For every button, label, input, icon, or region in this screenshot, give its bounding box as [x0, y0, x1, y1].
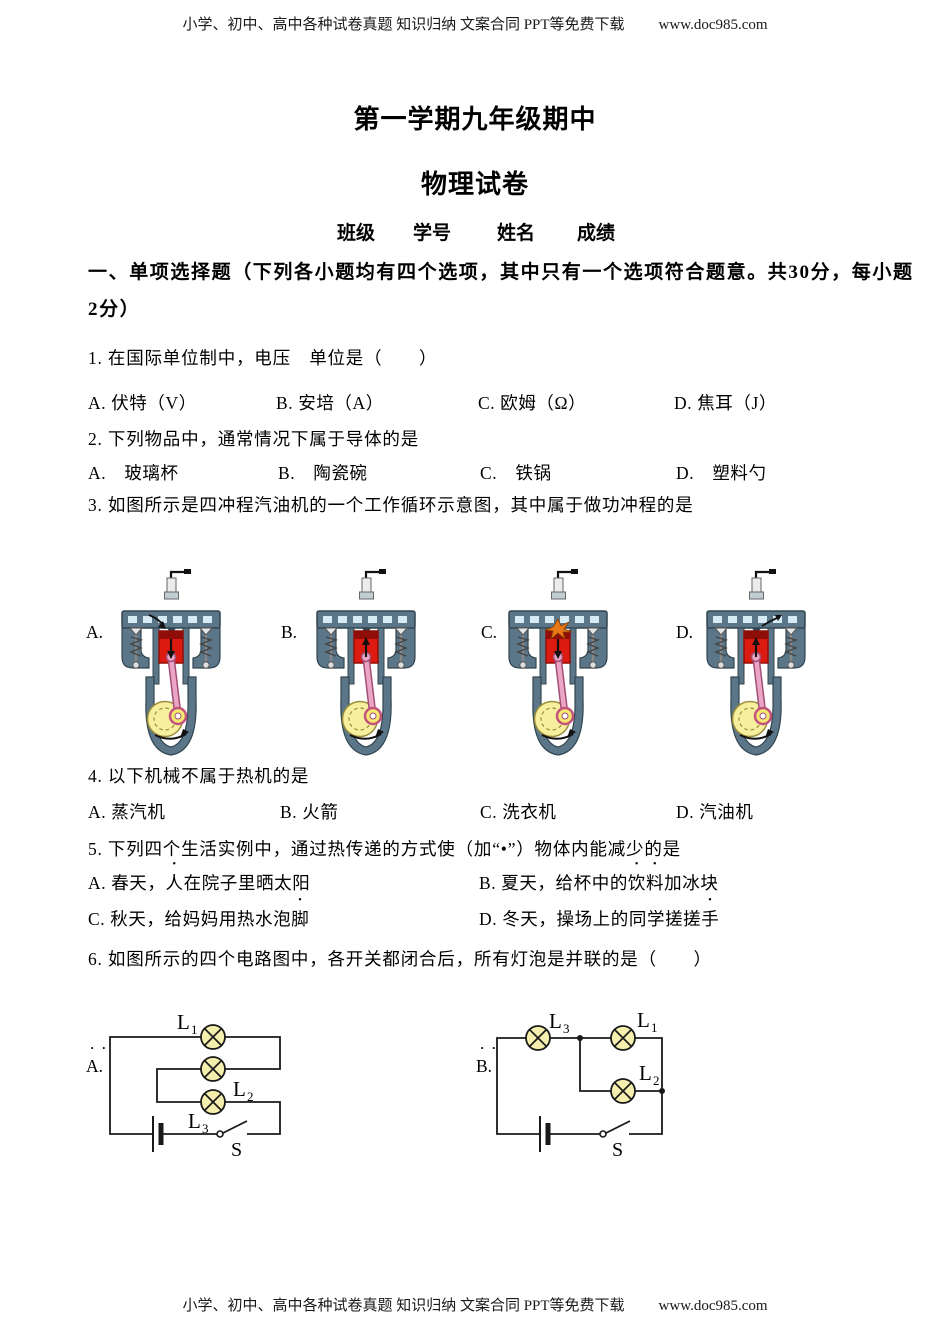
circuit-b-wires: [496, 1037, 663, 1135]
header-url: www.doc985.com: [658, 17, 768, 33]
engine-diagram-exhaust: [698, 533, 814, 799]
info-field-name: 姓名: [497, 223, 536, 244]
info-field-score: 成绩: [577, 223, 616, 244]
emphasized-char: 饮: [628, 860, 646, 895]
q4-stem: 4. 以下机械不属于热机的是: [88, 766, 310, 786]
switch-label: S: [612, 1139, 623, 1161]
emphasized-char: 手: [701, 896, 719, 931]
header-line: 小学、初中、高中各种试卷真题 知识归纳 文案合同 PPT等免费下载 www.doc…: [0, 13, 950, 34]
page-title: 第一学期九年级期中: [353, 105, 597, 134]
circuit-b-dot-marks: · ·: [480, 1040, 498, 1055]
q2-option-d: D. 塑料勺: [676, 463, 767, 483]
emphasized-char: 料: [646, 860, 664, 895]
lamp3-sub: 3: [202, 1121, 209, 1136]
q2-option-c: C. 铁锅: [480, 463, 552, 483]
circuit-diagram-b: L 3 L 1 L 2 S: [450, 968, 690, 1200]
q4-option-b: B. 火箭: [280, 802, 339, 822]
info-field-student-no: 学号: [413, 223, 452, 244]
lamp1-sub: 1: [651, 1020, 658, 1035]
circuit-a-label: A.: [86, 1056, 104, 1076]
header-text: 小学、初中、高中各种试卷真题 知识归纳 文案合同 PPT等免费下载: [182, 17, 625, 33]
junction-node: [659, 1088, 665, 1094]
circuit-a-wires: [109, 1036, 281, 1135]
lamp3-label: L: [549, 1009, 562, 1033]
engine-diagram-power: [500, 533, 616, 799]
lamp3-label: L: [188, 1109, 201, 1133]
lamp1-sub: 1: [191, 1022, 198, 1037]
lamp2-sub: 2: [247, 1089, 254, 1104]
q3-stem: 3. 如图所示是四冲程汽油机的一个工作循环示意图，其中属于做功冲程的是: [88, 495, 694, 515]
q5-option-c: C. 秋天，给妈妈用热水泡脚: [88, 896, 309, 931]
section1-heading-line1: 一、单项选择题（下列各小题均有四个选项，其中只有一个选项符合题意。共30分，每小…: [88, 262, 914, 283]
q5-stem: 5. 下列四个生活实例中，通过热传递的方式使（加“•”）物体内能减少的是: [88, 839, 681, 859]
switch-label: S: [231, 1139, 242, 1161]
q1-option-b: B. 安培（A）: [276, 393, 384, 413]
q6-stem: 6. 如图所示的四个电路图中，各开关都闭合后，所有灯泡是并联的是（ ）: [88, 949, 712, 969]
lamp2-sub: 2: [653, 1073, 660, 1088]
q4-option-d: D. 汽油机: [676, 802, 754, 822]
battery-symbol: [152, 1116, 164, 1152]
q4-option-a: A. 蒸汽机: [88, 802, 166, 822]
q5-option-b: B. 夏天，给杯中的饮料加冰块: [479, 860, 718, 895]
engine-label-b: B.: [281, 622, 298, 642]
circuit-a-labels: L 1 L 2 L 3 S: [177, 1010, 254, 1161]
q1-stem: 1. 在国际单位制中，电压 单位是（ ）: [88, 348, 438, 368]
engine-label-d: D.: [676, 622, 694, 642]
circuit-a-dot-marks: · ·: [90, 1040, 108, 1055]
engine-diagram-compression: [308, 533, 424, 799]
switch-symbol: [216, 1120, 248, 1138]
page-subtitle: 物理试卷: [420, 170, 529, 199]
engine-label-a: A.: [86, 622, 104, 642]
q5-option-a: A. 春天，人在院子里晒太阳: [88, 860, 310, 895]
lamp1-label: L: [177, 1010, 190, 1034]
q2-stem: 2. 下列物品中，通常情况下属于导体的是: [88, 429, 419, 449]
q1-option-c: C. 欧姆（Ω）: [478, 393, 587, 413]
q5-option-d: D. 冬天，操场上的同学搓搓手: [479, 896, 720, 931]
junction-node: [577, 1035, 583, 1041]
info-field-class: 班级: [337, 223, 376, 244]
lamp2-label: L: [639, 1061, 652, 1085]
lamp-symbols: [525, 1025, 636, 1104]
footer-url: www.doc985.com: [658, 1298, 768, 1314]
lamp2-label: L: [233, 1077, 246, 1101]
section1-heading-line2: 2分）: [88, 299, 141, 320]
q2-option-a: A. 玻璃杯: [88, 463, 179, 483]
circuit-diagram-a: L 1 L 2 L 3 S: [85, 968, 315, 1200]
emphasized-char: 人: [166, 860, 184, 895]
lamp3-sub: 3: [563, 1021, 570, 1036]
engine-label-c: C.: [481, 622, 498, 642]
engine-diagram-intake: [113, 533, 229, 799]
battery-symbol: [539, 1116, 551, 1152]
lamp1-label: L: [637, 1008, 650, 1032]
q4-option-c: C. 洗衣机: [480, 802, 557, 822]
circuit-b-label: B.: [476, 1056, 493, 1076]
q1-option-d: D. 焦耳（J）: [674, 393, 777, 413]
circuit-b-labels: L 3 L 1 L 2 S: [549, 1008, 660, 1161]
footer-line: 小学、初中、高中各种试卷真题 知识归纳 文案合同 PPT等免费下载 www.doc…: [0, 1294, 950, 1315]
switch-symbol: [599, 1120, 631, 1138]
q2-option-b: B. 陶瓷碗: [278, 463, 368, 483]
lamp-symbols: [200, 1024, 226, 1115]
emphasized-char: 脚: [291, 896, 309, 931]
q1-option-a: A. 伏特（V）: [88, 393, 197, 413]
footer-text: 小学、初中、高中各种试卷真题 知识归纳 文案合同 PPT等免费下载: [182, 1298, 625, 1314]
